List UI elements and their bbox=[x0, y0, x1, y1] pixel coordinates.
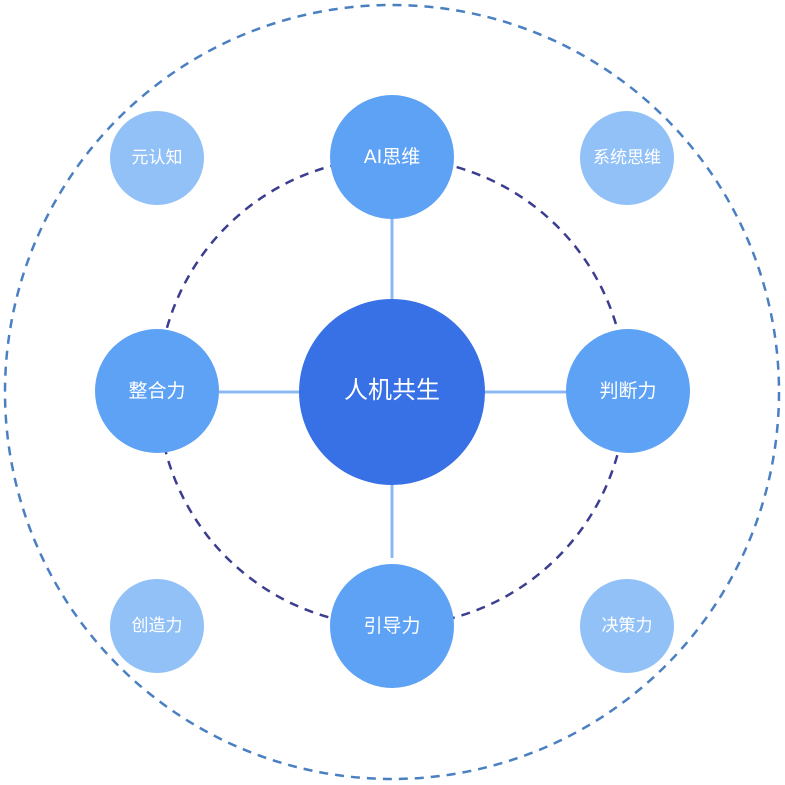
secondary-node-systems-thinking: 系统思维 bbox=[580, 111, 674, 205]
node-label: 创造力 bbox=[132, 616, 183, 636]
primary-node-guidance: 引导力 bbox=[330, 564, 454, 688]
center-node: 人机共生 bbox=[299, 299, 485, 485]
node-label: 整合力 bbox=[128, 380, 185, 402]
node-label: AI思维 bbox=[364, 146, 421, 168]
secondary-node-decision-making: 决策力 bbox=[580, 579, 674, 673]
secondary-node-creativity: 创造力 bbox=[110, 579, 204, 673]
node-label: 决策力 bbox=[602, 616, 653, 636]
primary-node-judgment: 判断力 bbox=[566, 329, 690, 453]
center-label: 人机共生 bbox=[344, 376, 440, 404]
node-label: 元认知 bbox=[132, 148, 183, 168]
node-label: 判断力 bbox=[599, 380, 656, 402]
node-label: 系统思维 bbox=[593, 148, 661, 168]
outer-dashed-ring bbox=[3, 3, 781, 781]
primary-node-integration: 整合力 bbox=[95, 329, 219, 453]
node-label: 引导力 bbox=[363, 615, 420, 637]
secondary-node-metacognition: 元认知 bbox=[110, 111, 204, 205]
primary-node-ai-thinking: AI思维 bbox=[330, 95, 454, 219]
